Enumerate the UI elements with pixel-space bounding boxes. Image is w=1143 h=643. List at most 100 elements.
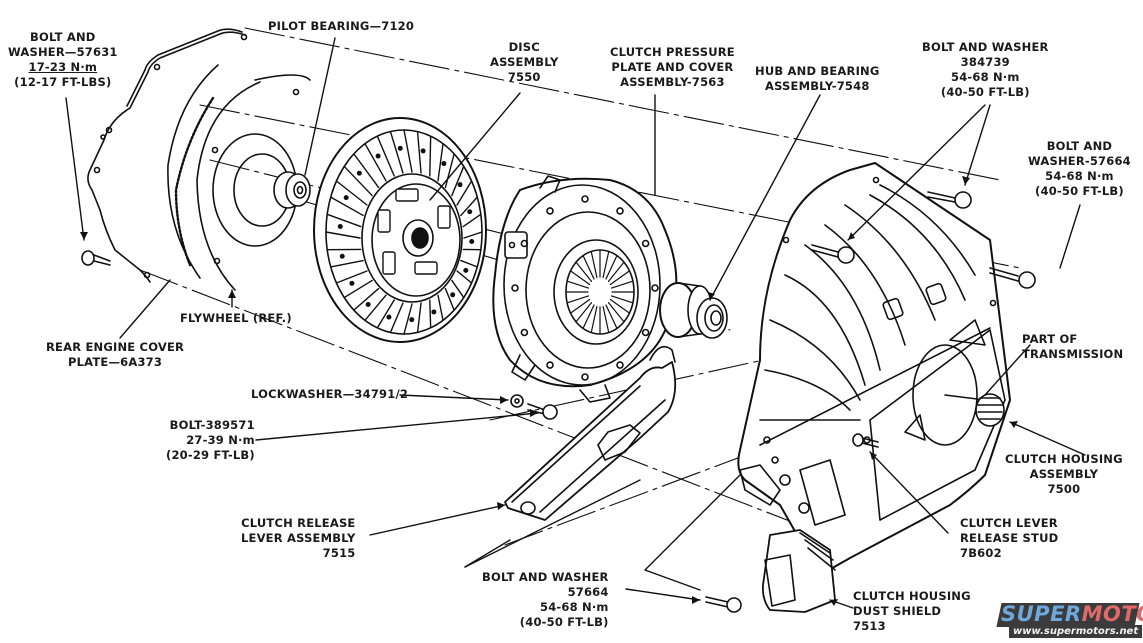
friction-segment-line (463, 231, 483, 239)
label-disc-assembly: DISC ASSEMBLY 7550 (490, 40, 559, 84)
diaphragm-finger (602, 251, 610, 279)
cover-bolt-hole (581, 195, 589, 203)
lockwasher (510, 394, 524, 408)
friction-segment-line (389, 130, 404, 174)
friction-segment-line (416, 130, 422, 174)
label-pilot-bearing: PILOT BEARING—7120 (268, 19, 415, 33)
friction-segment-line (460, 259, 478, 268)
diaphragm-finger (570, 270, 591, 286)
flywheel-ring-gear (174, 96, 215, 267)
cover-bolt-hole (651, 284, 659, 292)
diaphragm-finger (602, 305, 610, 333)
friction-segment-line (335, 270, 368, 284)
label-clutch-housing: CLUTCH HOUSING ASSEMBLY 7500 (1005, 452, 1123, 496)
friction-segment-line (437, 294, 444, 322)
cover-bolt-hole (616, 361, 624, 369)
cover-bolt-hole (616, 207, 624, 215)
rivet (409, 317, 415, 323)
label-rear-engine-cover: REAR ENGINE COVER PLATE—6A373 (46, 340, 185, 369)
clutch-housing-dust-shield (761, 529, 836, 613)
cover-bolt-hole (641, 328, 650, 337)
clutch-release-lever (504, 345, 677, 521)
watermark-logo-part1: SUPER (1001, 602, 1082, 626)
friction-segment-line (437, 142, 444, 182)
diaphragm-finger (576, 262, 593, 282)
label-flywheel: FLYWHEEL (REF.) (180, 311, 292, 325)
diaphragm-finger (576, 302, 593, 322)
clutch-disc (313, 117, 487, 343)
diaphragm-finger (609, 270, 630, 286)
friction-segment-line (429, 135, 432, 177)
friction-segment-line (429, 299, 432, 329)
clutch-lever-release-stud (852, 433, 879, 448)
label-bolt-389571: BOLT-389571 27-39 N·m (20-29 FT-LB) (166, 418, 255, 462)
bolt-384739-lower (811, 244, 855, 264)
label-bolt-washer-57664-top: BOLT AND WASHER-57664 54-68 N·m (40-50 F… (1028, 139, 1131, 198)
pressure-plate-cover (492, 175, 678, 403)
label-lockwasher: LOCKWASHER—34791/2 (251, 387, 409, 401)
diaphragm-finger (605, 255, 618, 280)
label-clutch-lever-release-stud: CLUTCH LEVER RELEASE STUD 7B602 (960, 516, 1059, 560)
friction-segment-line (460, 196, 478, 217)
diaphragm-finger (567, 280, 590, 289)
friction-segment-line (456, 180, 473, 206)
rivet (463, 267, 469, 273)
friction-segment-line (343, 279, 373, 299)
watermark-logo: SUPERMOTORS (1001, 602, 1143, 626)
friction-segment-line (416, 302, 422, 334)
rivet (365, 301, 371, 307)
label-pressure-plate: CLUTCH PRESSURE PLATE AND COVER ASSEMBLY… (610, 45, 735, 89)
label-clutch-release-lever: CLUTCH RELEASE LEVER ASSEMBLY 7515 (241, 516, 356, 560)
friction-segment-line (353, 153, 380, 189)
rivet (386, 314, 392, 320)
label-part-of-transmission: PART OF TRANSMISSION (1022, 332, 1124, 361)
friction-segment-line (444, 287, 455, 311)
friction-segment-line (343, 165, 373, 197)
diaphragm-finger (590, 305, 598, 333)
diaphragm-finger (605, 304, 618, 329)
rivet (469, 238, 475, 244)
cover-bolt-hole (581, 373, 589, 381)
damper-springs (377, 188, 451, 275)
label-bolt-washer-57631: BOLT AND WASHER—57631 17-23 N·m (12-17 F… (8, 30, 118, 89)
diaphragm-finger (609, 298, 630, 314)
watermark-logo-part2: MOTORS (1081, 602, 1143, 626)
rivet (397, 145, 403, 151)
cover-bolt-hole (520, 328, 529, 337)
friction-segment-line (335, 180, 368, 206)
friction-segment-line (364, 294, 387, 322)
rivet (420, 148, 426, 154)
friction-segment-line (389, 302, 404, 334)
cover-bolt-hole (641, 239, 650, 248)
supermotors-watermark: SUPERMOTORS www.supermotors.net (996, 602, 1143, 639)
bolt-384739-upper (927, 191, 972, 209)
friction-segment-line (403, 129, 413, 173)
diaphragm-finger (610, 280, 633, 289)
clutch-housing (737, 162, 1011, 576)
diaphragm-finger (582, 255, 595, 280)
cover-bolt-hole (546, 361, 554, 369)
friction-segment-line (330, 196, 364, 217)
friction-segment-line (444, 153, 455, 189)
rivet (467, 209, 473, 215)
cover-bolt-hole (511, 284, 519, 292)
friction-segment-line (456, 270, 473, 284)
rivet (457, 182, 463, 188)
transmission-input-shaft (944, 393, 1005, 427)
label-bolt-washer-57664-bottom: BOLT AND WASHER 57664 54-68 N·m (40-50 F… (482, 570, 609, 629)
leader-arrowheads (80, 176, 1018, 606)
watermark-url: www.supermotors.net (1009, 625, 1143, 638)
rivet (450, 292, 456, 298)
label-hub-bearing: HUB AND BEARING ASSEMBLY-7548 (755, 64, 880, 93)
diaphragm-finger (607, 302, 624, 322)
rivet (431, 309, 437, 315)
diaphragm-finger (570, 298, 591, 314)
bolt-57664-side (989, 267, 1036, 289)
rivet (375, 153, 381, 159)
friction-segment-line (403, 303, 413, 335)
friction-segment-line (376, 299, 395, 329)
friction-segment-line (326, 213, 362, 228)
label-dust-shield: CLUTCH HOUSING DUST SHIELD 7513 (853, 589, 971, 633)
diaphragm-finger (582, 304, 595, 329)
